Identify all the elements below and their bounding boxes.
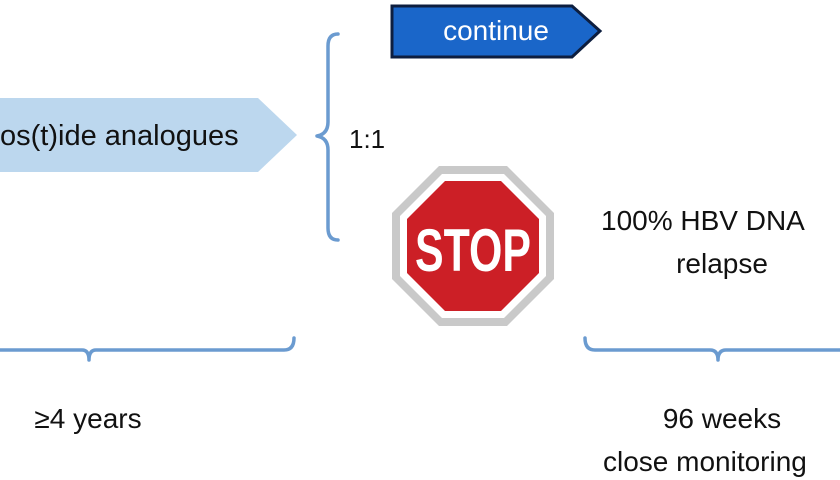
continue-arrow: continue xyxy=(390,4,603,59)
continue-label: continue xyxy=(443,15,549,46)
relapse-line-2: relapse xyxy=(676,248,768,279)
duration-label: ≥4 years xyxy=(34,403,141,434)
monitoring-line-2: close monitoring xyxy=(603,446,807,477)
continue-arrow-shape xyxy=(390,4,603,59)
ratio-label: 1:1 xyxy=(349,124,385,154)
stop-sign-face xyxy=(407,181,539,311)
treatment-arrow: os(t)ide analogues xyxy=(0,98,297,172)
stop-sign-label: STOP xyxy=(415,217,531,284)
duration-brace xyxy=(0,336,296,362)
stop-sign-icon: STOP xyxy=(392,166,554,326)
relapse-line-1: 100% HBV DNA xyxy=(601,205,805,236)
randomization-brace xyxy=(315,32,340,242)
treatment-arrow-shape xyxy=(0,98,297,172)
monitoring-brace xyxy=(583,336,840,362)
monitoring-line-1: 96 weeks xyxy=(663,403,781,434)
treatment-label: os(t)ide analogues xyxy=(0,120,239,152)
